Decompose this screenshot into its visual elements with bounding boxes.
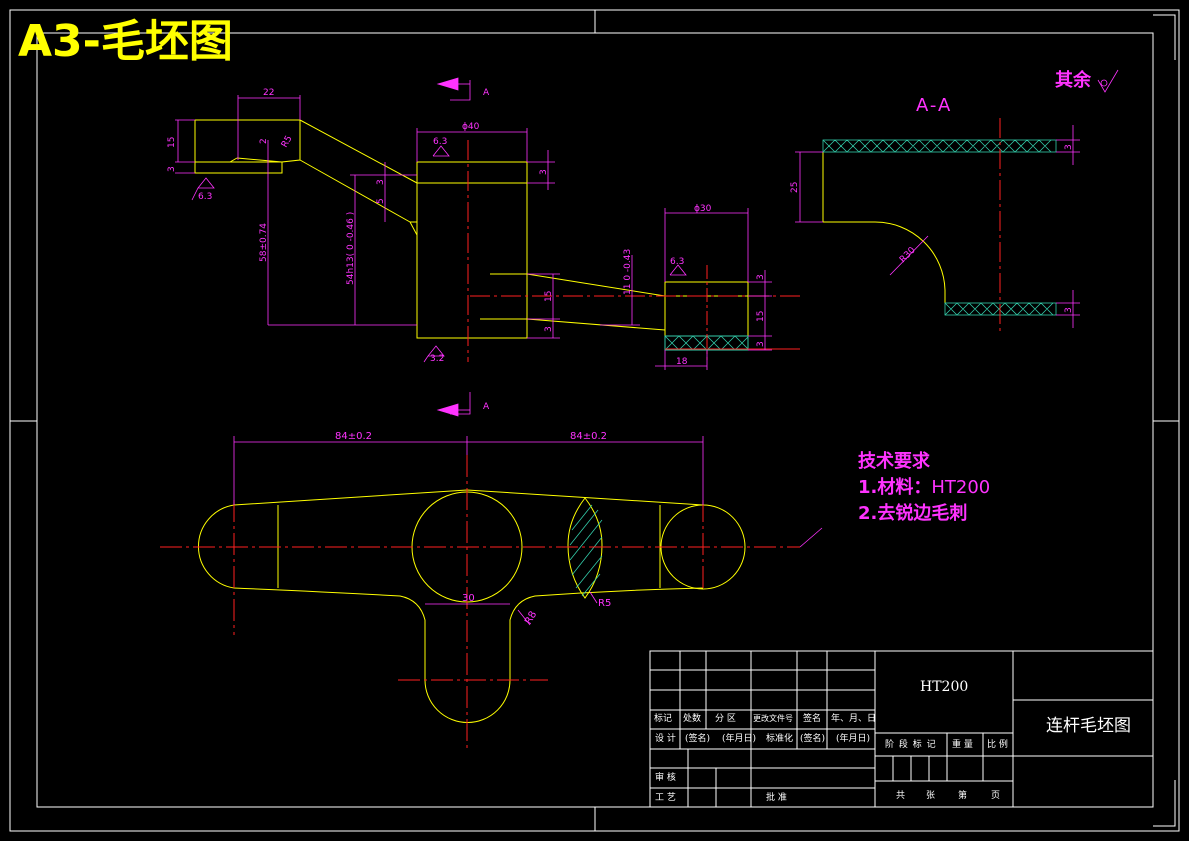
- dim-2: 2: [259, 138, 269, 144]
- dim-phi40: ϕ40: [462, 122, 480, 132]
- tb-date1: (年月日): [722, 734, 757, 744]
- tech-req-heading: 技术要求: [858, 451, 930, 472]
- dim-58: 58±0.74: [259, 223, 269, 262]
- tb-di: 第: [958, 791, 968, 801]
- dim-5: 5: [376, 198, 386, 204]
- tb-date2: (年月日): [836, 734, 871, 744]
- dim-30: 30: [462, 593, 475, 604]
- dim-3-aa-top: 3: [1064, 144, 1074, 150]
- section-aa-hatch: [822, 139, 1057, 316]
- dim-r30: R30: [898, 245, 918, 265]
- other-roughness-label: 其余: [1055, 70, 1091, 91]
- tb-ye: 页: [991, 791, 1001, 801]
- dim-15-center: 15: [544, 291, 554, 302]
- tb-sheji: 设 计: [655, 734, 676, 744]
- roughness-6-3-right: 6.3: [670, 257, 684, 267]
- dim-3-aa-bottom: 3: [1064, 307, 1074, 313]
- dim-r5-plan: R5: [598, 598, 611, 609]
- tb-material: HT200: [920, 679, 969, 695]
- plan-view-centerlines: [160, 455, 800, 752]
- tb-h-qianming: 签名: [803, 714, 822, 724]
- dim-3-center-bottom: 3: [544, 326, 554, 332]
- dim-11: 11 0 -0.43: [623, 249, 633, 295]
- dim-3-center-top: 3: [539, 169, 549, 175]
- tb-sig1: (签名): [685, 734, 711, 744]
- dim-18: 18: [676, 357, 688, 367]
- tb-jieduan: 阶 段 标 记: [885, 740, 937, 750]
- dim-3-right-top: 3: [756, 274, 766, 280]
- tech-req-material: HT200: [931, 477, 991, 498]
- dim-phi30: ϕ30: [694, 204, 712, 214]
- top-view-dim-text: 22 15 3 2 R5 6.3 ϕ40 6.3 3 3 5 58±0.74 5…: [167, 88, 766, 412]
- tb-h-chushu: 处数: [683, 714, 702, 724]
- roughness-6-3-center: 6.3: [433, 137, 447, 147]
- tb-zhongliang: 重 量: [952, 740, 973, 750]
- top-view-outline: [194, 119, 749, 351]
- dim-3-left: 3: [167, 166, 177, 172]
- dim-25: 25: [790, 182, 800, 193]
- section-label-a-top: A: [483, 88, 490, 98]
- tb-zhang: 张: [926, 791, 936, 801]
- tb-biaozhunhua: 标准化: [766, 734, 794, 744]
- dim-3-arm: 3: [376, 179, 386, 185]
- top-view-dimensions: [175, 77, 772, 417]
- section-label-a-bottom: A: [483, 402, 490, 412]
- tb-gongyi: 工 艺: [655, 793, 676, 803]
- tb-sig2: (签名): [800, 734, 826, 744]
- tech-req-line1-prefix: 1.材料：: [858, 477, 932, 498]
- tb-h-gengai: 更改文件号: [753, 714, 793, 723]
- dim-r8: R8: [523, 609, 539, 626]
- tb-h-riqi: 年、月、日: [831, 714, 877, 724]
- section-aa-label: A-A: [916, 95, 953, 116]
- dim-15: 15: [167, 137, 177, 148]
- dim-84-right: 84±0.2: [570, 431, 607, 442]
- tb-h-fenqu: 分 区: [715, 714, 736, 724]
- dim-54: 54h13( 0 -0.46 ): [346, 212, 356, 285]
- tb-shenhe: 审 核: [655, 773, 676, 783]
- tb-gong: 共: [896, 791, 906, 801]
- sheet-title: A3-毛坯图: [18, 16, 233, 67]
- dim-3-right-bottom: 3: [756, 341, 766, 347]
- dim-r5: R5: [280, 134, 295, 149]
- tb-bili: 比 例: [987, 740, 1008, 750]
- plan-section-hatch: [569, 504, 603, 597]
- title-block-grid: [649, 650, 1154, 808]
- top-view-centerlines: [467, 140, 800, 362]
- tb-drawing-name: 连杆毛坯图: [1046, 716, 1131, 736]
- dim-22: 22: [263, 88, 274, 98]
- roughness-3-2: 3.2: [430, 354, 444, 364]
- plan-view-outline: [198, 489, 746, 723]
- tb-pizhun: 批 准: [766, 793, 787, 803]
- tb-h-biaoji: 标记: [654, 714, 673, 724]
- sheet-frame: [9, 9, 1180, 832]
- plan-view-dims: [233, 436, 823, 626]
- section-aa-dims: [795, 69, 1119, 328]
- roughness-6-3-left: 6.3: [198, 192, 212, 202]
- tech-req-line2: 2.去锐边毛刺: [858, 503, 968, 524]
- dim-84-left: 84±0.2: [335, 431, 372, 442]
- right-boss-hatch-lines: [664, 335, 749, 351]
- section-aa-outline: [822, 152, 946, 303]
- tech-req-line1: 1.材料：HT200: [858, 479, 990, 497]
- section-aa-dim-text: 25 R30 3 3: [790, 144, 1074, 313]
- dim-15-right: 15: [756, 311, 766, 322]
